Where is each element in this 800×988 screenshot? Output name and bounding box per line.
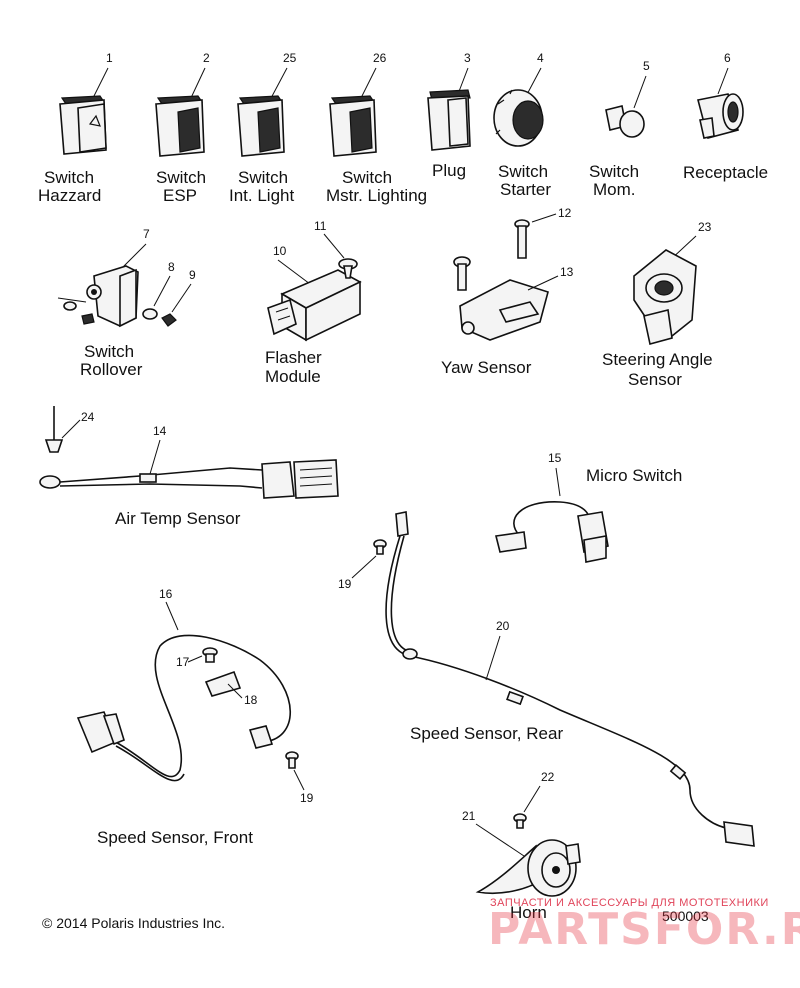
part-label-line1: Switch bbox=[44, 168, 94, 187]
part-label-line2: Sensor bbox=[628, 370, 682, 389]
part-label-line1: Switch bbox=[589, 162, 639, 181]
part-label: Micro Switch bbox=[586, 466, 682, 485]
part-label-line2: Rollover bbox=[80, 360, 143, 379]
switch-starter[interactable]: 4 Switch Starter bbox=[493, 51, 551, 199]
callout-number: 14 bbox=[153, 424, 167, 438]
part-label-line1: Flasher bbox=[265, 348, 322, 367]
callout-number: 17 bbox=[176, 655, 190, 669]
callout-number: 7 bbox=[143, 227, 150, 241]
callout-number: 11 bbox=[314, 219, 327, 233]
callout-number: 25 bbox=[283, 51, 297, 65]
part-label-line1: Switch bbox=[342, 168, 392, 187]
part-label-line2: Hazzard bbox=[38, 186, 101, 205]
part-label: Speed Sensor, Front bbox=[97, 828, 253, 847]
part-label-line1: Switch bbox=[84, 342, 134, 361]
part-label-line2: Mstr. Lighting bbox=[326, 186, 427, 205]
callout-number: 2 bbox=[203, 51, 210, 65]
callout-number: 3 bbox=[464, 51, 471, 65]
callout-number: 4 bbox=[537, 51, 544, 65]
switch-mstr-lighting[interactable]: 26 Switch Mstr. Lighting bbox=[326, 51, 427, 205]
micro-switch[interactable]: 15 Micro Switch bbox=[495, 451, 682, 563]
switch-int-light[interactable]: 25 Switch Int. Light bbox=[229, 51, 297, 205]
part-label: Receptacle bbox=[683, 163, 768, 182]
part-label-line2: Starter bbox=[500, 180, 551, 199]
yaw-sensor[interactable]: 12 13 Yaw Sensor bbox=[441, 206, 574, 377]
switch-rollover[interactable]: 7 8 9 Switch Rollover bbox=[57, 227, 196, 379]
callout-number: 13 bbox=[560, 265, 574, 279]
callout-number: 16 bbox=[159, 587, 173, 601]
part-label-line1: Switch bbox=[156, 168, 206, 187]
watermark-brand: PARTSFOR.RU bbox=[488, 904, 800, 955]
callout-number: 15 bbox=[548, 451, 562, 465]
part-label-line2: Int. Light bbox=[229, 186, 294, 205]
callout-number: 6 bbox=[724, 51, 731, 65]
part-label-line2: Module bbox=[265, 367, 321, 386]
callout-number: 1 bbox=[106, 51, 113, 65]
callout-number: 18 bbox=[244, 693, 258, 707]
callout-number: 21 bbox=[462, 809, 476, 823]
plug[interactable]: 3 Plug bbox=[427, 51, 471, 180]
drawing-number: 500003 bbox=[662, 908, 709, 924]
air-temp-sensor[interactable]: 24 14 Air Temp Sensor bbox=[39, 406, 339, 528]
part-label-line1: Steering Angle bbox=[602, 350, 713, 369]
switch-mom[interactable]: 5 Switch Mom. bbox=[589, 59, 650, 199]
callout-number: 5 bbox=[643, 59, 650, 73]
horn[interactable]: 22 21 Horn bbox=[462, 770, 581, 922]
callout-number: 8 bbox=[168, 260, 175, 274]
callout-number: 10 bbox=[273, 244, 287, 258]
part-label: Horn bbox=[510, 903, 547, 922]
part-label: Yaw Sensor bbox=[441, 358, 532, 377]
switch-hazzard[interactable]: 1 Switch Hazzard bbox=[38, 51, 113, 205]
callout-number: 12 bbox=[558, 206, 572, 220]
callout-number: 20 bbox=[496, 619, 510, 633]
receptacle[interactable]: 6 Receptacle bbox=[683, 51, 768, 182]
part-label: Speed Sensor, Rear bbox=[410, 724, 563, 743]
steering-angle-sensor[interactable]: 23 Steering Angle Sensor bbox=[602, 220, 713, 389]
part-label: Air Temp Sensor bbox=[115, 509, 241, 528]
part-label-line1: Switch bbox=[238, 168, 288, 187]
switch-esp[interactable]: 2 Switch ESP bbox=[155, 51, 210, 205]
watermark: ЗАПЧАСТИ И АКСЕССУАРЫ ДЛЯ МОТОТЕХНИКИ PA… bbox=[488, 897, 800, 955]
callout-number: 19 bbox=[338, 577, 352, 591]
watermark-tagline: ЗАПЧАСТИ И АКСЕССУАРЫ ДЛЯ МОТОТЕХНИКИ bbox=[490, 897, 769, 909]
flasher-module[interactable]: 10 11 Flasher Module bbox=[265, 219, 362, 386]
part-label-line2: Mom. bbox=[593, 180, 636, 199]
callout-number: 23 bbox=[698, 220, 712, 234]
part-label-line2: ESP bbox=[163, 186, 197, 205]
copyright-notice: © 2014 Polaris Industries Inc. bbox=[42, 915, 225, 931]
callout-number: 22 bbox=[541, 770, 555, 784]
callout-number: 24 bbox=[81, 410, 95, 424]
callout-number: 9 bbox=[189, 268, 196, 282]
callout-number: 26 bbox=[373, 51, 387, 65]
part-label-line1: Switch bbox=[498, 162, 548, 181]
callout-number: 19 bbox=[300, 791, 314, 805]
part-label: Plug bbox=[432, 161, 466, 180]
speed-sensor-front[interactable]: 16 17 18 19 Speed Sensor, Front bbox=[76, 587, 314, 847]
speed-sensor-rear[interactable]: 19 20 Speed Sensor, Rear bbox=[338, 511, 755, 847]
